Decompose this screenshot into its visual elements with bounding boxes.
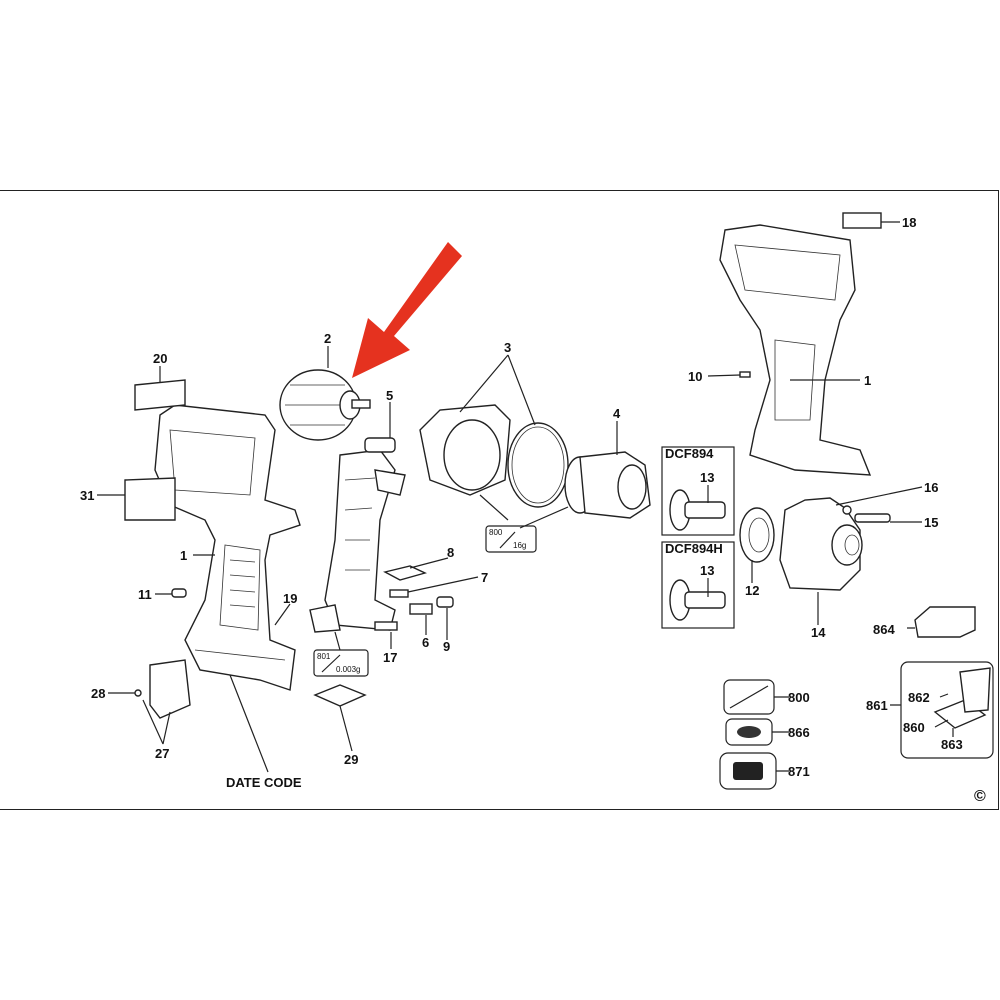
callout-20: 20	[153, 351, 167, 366]
callout-11: 11	[138, 587, 152, 602]
callout-17: 17	[383, 650, 397, 665]
small-parts-6-7-8-9-17	[374, 565, 454, 631]
housing-left-part	[154, 404, 301, 691]
screw-15-16	[842, 505, 891, 523]
callout-12: 12	[745, 583, 759, 598]
callout-1-right: 1	[864, 373, 871, 388]
callout-871: 871	[788, 764, 810, 779]
grease-code: 801	[317, 652, 331, 661]
callout-29: 29	[344, 752, 358, 767]
grease-code: 800	[489, 528, 503, 537]
callout-10: 10	[688, 369, 702, 384]
callout-13a: 13	[700, 470, 714, 485]
grease-box-801: 801 0.003g	[313, 649, 369, 677]
callout-13b: 13	[700, 563, 714, 578]
callout-5: 5	[386, 388, 393, 403]
callout-15: 15	[924, 515, 938, 530]
part-864	[914, 606, 976, 638]
variant-label-dcf894: DCF894	[665, 446, 714, 461]
leader-lines	[97, 221, 954, 773]
screw-11	[171, 588, 187, 598]
variant-box-dcf894h	[661, 541, 735, 629]
callout-28: 28	[91, 686, 105, 701]
motor-part	[279, 369, 371, 441]
callout-866: 866	[788, 725, 810, 740]
anvil-housing-14	[779, 497, 863, 591]
housing-right-part	[719, 224, 872, 476]
small-part-5	[364, 437, 396, 453]
callout-863: 863	[941, 737, 963, 752]
callout-labels: 20 2 3 5 4 18 10 1 31 DCF894 13 16 15 8 …	[80, 215, 986, 805]
date-code-label: DATE CODE	[226, 775, 302, 790]
label-plate-29	[313, 684, 367, 707]
accessory-871	[719, 752, 777, 790]
callout-800: 800	[788, 690, 810, 705]
callout-4: 4	[613, 406, 621, 421]
case-861	[900, 661, 994, 759]
callout-9: 9	[443, 639, 450, 654]
callout-16: 16	[924, 480, 938, 495]
callout-8: 8	[447, 545, 454, 560]
side-cover-27	[134, 659, 191, 719]
accessory-866	[725, 718, 773, 746]
gear-housing-3	[419, 404, 569, 508]
callout-27: 27	[155, 746, 169, 761]
diagram-frame	[0, 190, 999, 810]
label-plate-20	[134, 379, 186, 411]
copyright-mark: ©	[974, 788, 986, 805]
callout-861: 861	[866, 698, 888, 713]
callout-7: 7	[481, 570, 488, 585]
washer-12	[739, 507, 775, 563]
switch-frame-part	[309, 449, 406, 633]
variant-label-dcf894h: DCF894H	[665, 541, 723, 556]
label-plate-31	[124, 477, 176, 521]
highlight-arrow	[352, 242, 462, 378]
callout-19: 19	[283, 591, 297, 606]
callout-31: 31	[80, 488, 94, 503]
callout-18: 18	[902, 215, 916, 230]
callout-6: 6	[422, 635, 429, 650]
grease-amount: 0.003g	[336, 665, 360, 674]
callout-3: 3	[504, 340, 511, 355]
gearbox-4	[564, 451, 651, 519]
variant-box-dcf894	[661, 446, 735, 536]
callout-860: 860	[903, 720, 925, 735]
label-plate-18	[842, 212, 882, 229]
callout-862: 862	[908, 690, 930, 705]
callout-2: 2	[324, 331, 331, 346]
callout-864: 864	[873, 622, 895, 637]
callout-1-left: 1	[180, 548, 187, 563]
grease-box-800: 800 16g	[485, 525, 537, 553]
accessory-800	[723, 679, 775, 715]
grease-amount: 16g	[513, 541, 526, 550]
callout-14: 14	[811, 625, 826, 640]
